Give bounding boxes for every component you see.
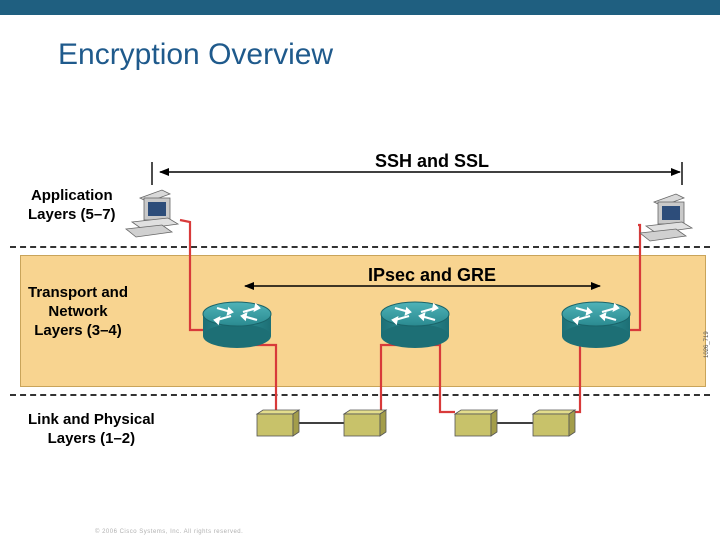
router-left-to-switch-line [238, 343, 297, 414]
router-icon-right [560, 300, 632, 350]
switch-icon-3 [454, 409, 498, 437]
page-title: Encryption Overview [58, 38, 334, 71]
top-bar [0, 0, 720, 15]
layer-divider-lower [10, 394, 710, 396]
link-physical-layers-label: Link and Physical Layers (1–2) [28, 411, 155, 447]
router-icon-middle [379, 300, 451, 350]
copyright-notice: © 2006 Cisco Systems, Inc. All rights re… [95, 529, 244, 535]
switch-icon-4 [532, 409, 576, 437]
computer-icon-left [125, 189, 179, 238]
ipsec-gre-label: IPsec and GRE [368, 265, 496, 285]
router-middle-to-switch-b-line [415, 343, 455, 414]
switch-icon-2 [343, 409, 387, 437]
application-layers-label: Application Layers (5–7) [28, 187, 116, 223]
figure-code: 1026_719 [704, 331, 710, 358]
host-left-to-router-line [179, 218, 205, 332]
host-right-to-router-line [630, 223, 642, 332]
router-icon-left [201, 300, 273, 350]
transport-network-layers-label: Transport and Network Layers (3–4) [28, 284, 129, 339]
switch-icon-1 [256, 409, 300, 437]
computer-icon-right [639, 193, 693, 242]
router-right-to-switch-line [575, 343, 596, 414]
ssh-ssl-label: SSH and SSL [375, 151, 489, 171]
layer-divider-upper [10, 246, 710, 248]
router-middle-to-switch-a-line [379, 343, 415, 414]
